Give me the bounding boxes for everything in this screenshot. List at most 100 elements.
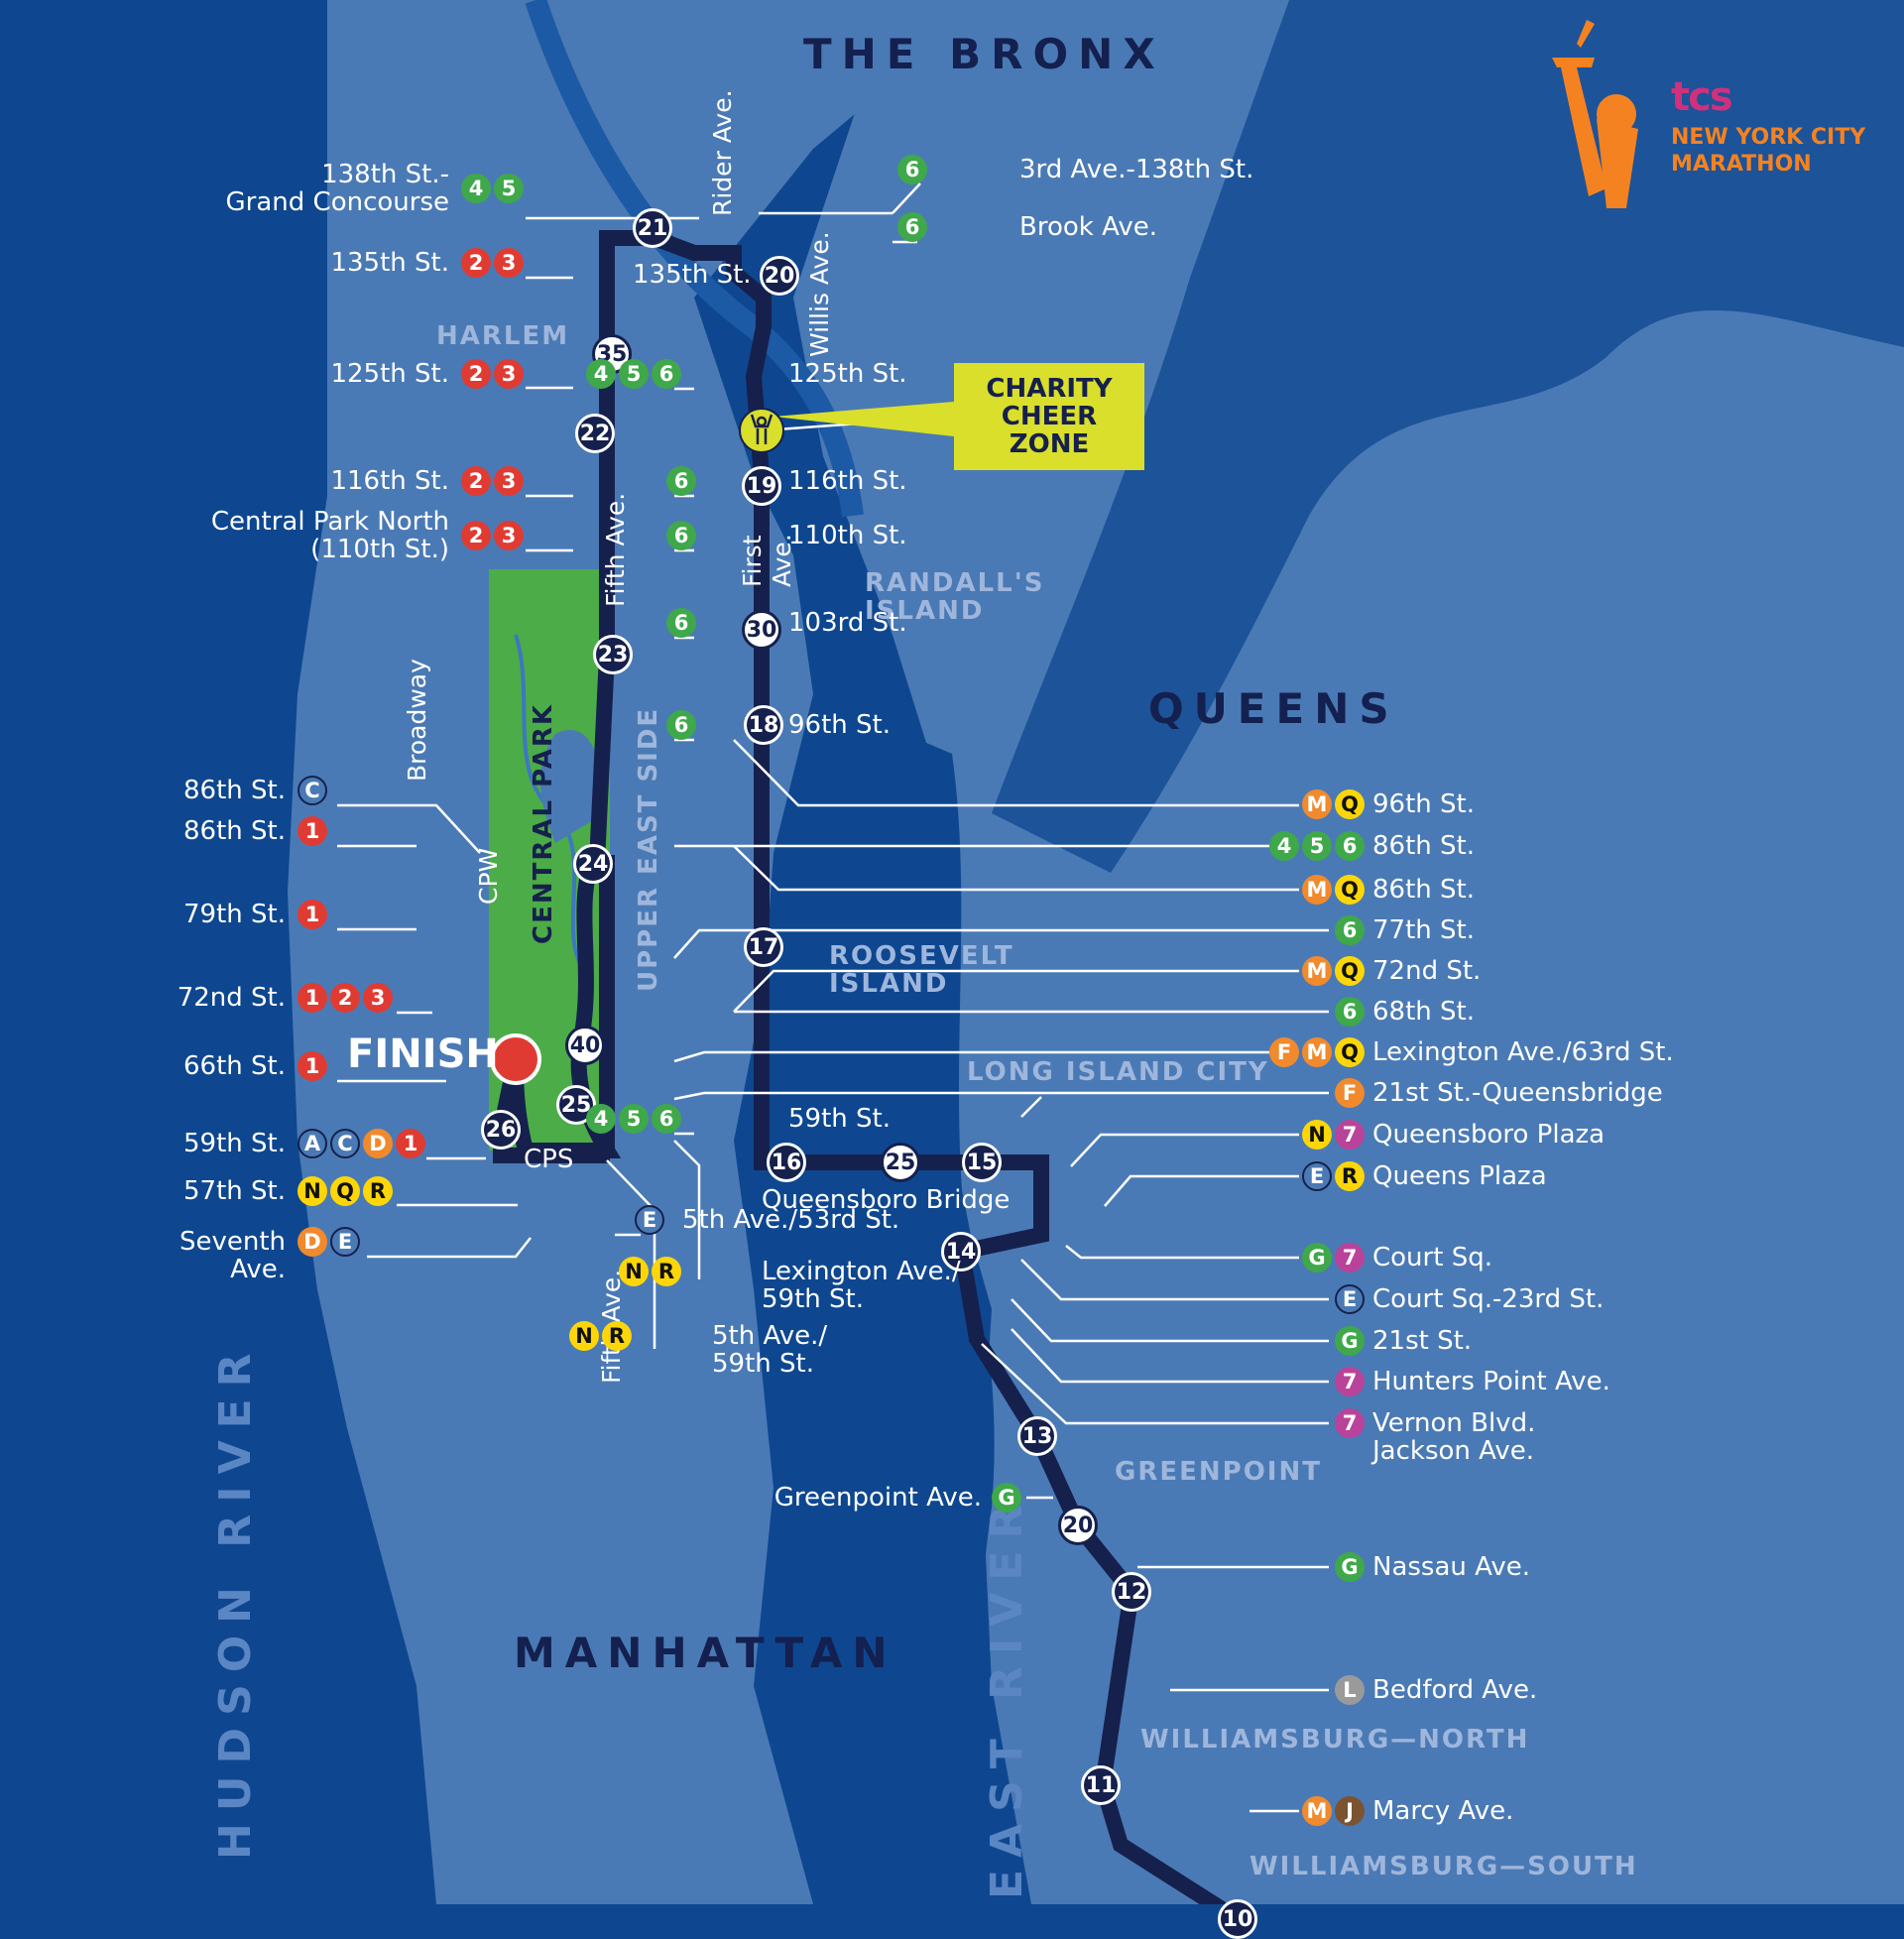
subway-line-q-icon: Q	[1335, 1037, 1365, 1067]
station-name: Vernon Blvd.Jackson Ave.	[1372, 1408, 1536, 1466]
station-name: 135th St.	[330, 248, 449, 278]
subway-line-g-icon: G	[1335, 1552, 1365, 1582]
line-bullets: 1	[298, 816, 327, 846]
subway-line-m-icon: M	[1302, 1796, 1332, 1826]
station-name: 125th St.	[788, 359, 907, 389]
station-name: Court Sq.-23rd St.	[1372, 1284, 1605, 1314]
subway-line-5-icon: 5	[494, 174, 524, 203]
station-name: 86th St.	[1372, 831, 1475, 861]
mile-marker-11: 11	[1081, 1765, 1121, 1805]
line-bullets: E	[635, 1205, 664, 1235]
station-name: Hunters Point Ave.	[1372, 1367, 1610, 1396]
mile-marker-10: 10	[1218, 1899, 1257, 1939]
line-bullets: 6	[897, 155, 927, 184]
mile-marker-12: 12	[1112, 1572, 1151, 1612]
mile-marker-23: 23	[593, 635, 633, 674]
station-name: 125th St.	[330, 359, 449, 389]
sponsor-logo: tcs	[1671, 74, 1733, 120]
line-bullets: 1	[298, 1051, 327, 1081]
station-name: 21st St.-Queensbridge	[1372, 1078, 1663, 1108]
line-bullets: E	[1335, 1284, 1365, 1314]
line-bullets: 6	[1335, 997, 1365, 1027]
hood-harlem: HARLEM	[436, 321, 570, 351]
borough-manhattan: MANHATTAN	[514, 1629, 897, 1677]
street-cps: CPS	[524, 1145, 574, 1174]
hood-williamsburg-north: WILLIAMSBURG—NORTH	[1140, 1725, 1530, 1755]
street-fifth-ave: Fifth Ave.	[601, 492, 630, 607]
mile-marker-16: 16	[767, 1143, 806, 1182]
finish-label: FINISH	[347, 1031, 499, 1077]
station-name: 86th St.	[1372, 875, 1475, 905]
mile-marker-25: 25	[556, 1085, 596, 1125]
station-name: 57th St.	[183, 1176, 286, 1206]
subway-line-6-icon: 6	[652, 359, 681, 389]
hood-randalls-island: RANDALL'S ISLAND	[865, 568, 1045, 626]
subway-line-6-icon: 6	[652, 1104, 681, 1134]
park-central-park: CENTRAL PARK	[529, 702, 558, 944]
station-name: 5th Ave./59th St.	[712, 1321, 828, 1379]
mile-marker-18: 18	[744, 705, 783, 745]
subway-line-4-icon: 4	[586, 1104, 616, 1134]
subway-line-7-icon: 7	[1335, 1408, 1365, 1438]
subway-line-6-icon: 6	[1335, 915, 1365, 945]
subway-line-1-icon: 1	[298, 816, 327, 846]
subway-line-m-icon: M	[1302, 1037, 1332, 1067]
subway-line-4-icon: 4	[1269, 831, 1299, 861]
station-name: 72nd St.	[177, 983, 286, 1013]
line-bullets: 6	[1335, 915, 1365, 945]
subway-line-l-icon: L	[1335, 1675, 1365, 1705]
subway-line-f-icon: F	[1335, 1078, 1365, 1108]
mile-marker-40: 40	[565, 1026, 605, 1065]
subway-line-a-icon: A	[298, 1129, 327, 1158]
subway-line-r-icon: R	[652, 1257, 681, 1286]
street-willis-ave: Willis Ave.	[805, 231, 834, 357]
station-name: 72nd St.	[1372, 956, 1482, 986]
queensboro-bridge-label: Queensboro Bridge	[762, 1185, 1011, 1215]
subway-line-q-icon: Q	[1335, 875, 1365, 905]
subway-line-6-icon: 6	[666, 608, 696, 638]
subway-line-1-icon: 1	[396, 1129, 425, 1158]
subway-line-m-icon: M	[1302, 875, 1332, 905]
subway-line-7-icon: 7	[1335, 1243, 1365, 1272]
subway-line-1-icon: 1	[298, 900, 327, 929]
station-name: Court Sq.	[1372, 1243, 1492, 1272]
line-bullets: G	[1335, 1552, 1365, 1582]
line-bullets: 6	[666, 466, 696, 496]
mile-marker-20: 20	[1058, 1506, 1098, 1545]
mile-marker-21: 21	[633, 208, 672, 248]
subway-line-6-icon: 6	[666, 466, 696, 496]
subway-line-n-icon: N	[298, 1176, 327, 1206]
subway-line-m-icon: M	[1302, 956, 1332, 986]
station-name: 68th St.	[1372, 997, 1475, 1027]
mile-marker-19: 19	[742, 466, 781, 506]
station-name: 110th St.	[788, 521, 907, 550]
station-name: 5th Ave./53rd St.	[682, 1205, 900, 1235]
subway-line-4-icon: 4	[461, 174, 491, 203]
line-bullets: 6	[666, 710, 696, 740]
subway-line-7-icon: 7	[1335, 1367, 1365, 1396]
station-name: 116th St.	[330, 466, 449, 496]
street-first: First	[738, 535, 767, 587]
subway-line-e-icon: E	[1302, 1161, 1332, 1191]
subway-line-6-icon: 6	[897, 212, 927, 242]
subway-line-2-icon: 2	[461, 359, 491, 389]
subway-line-r-icon: R	[1335, 1161, 1365, 1191]
subway-line-m-icon: M	[1302, 789, 1332, 819]
station-name: Central Park North(110th St.)	[210, 507, 449, 564]
subway-line-3-icon: 3	[494, 466, 524, 496]
